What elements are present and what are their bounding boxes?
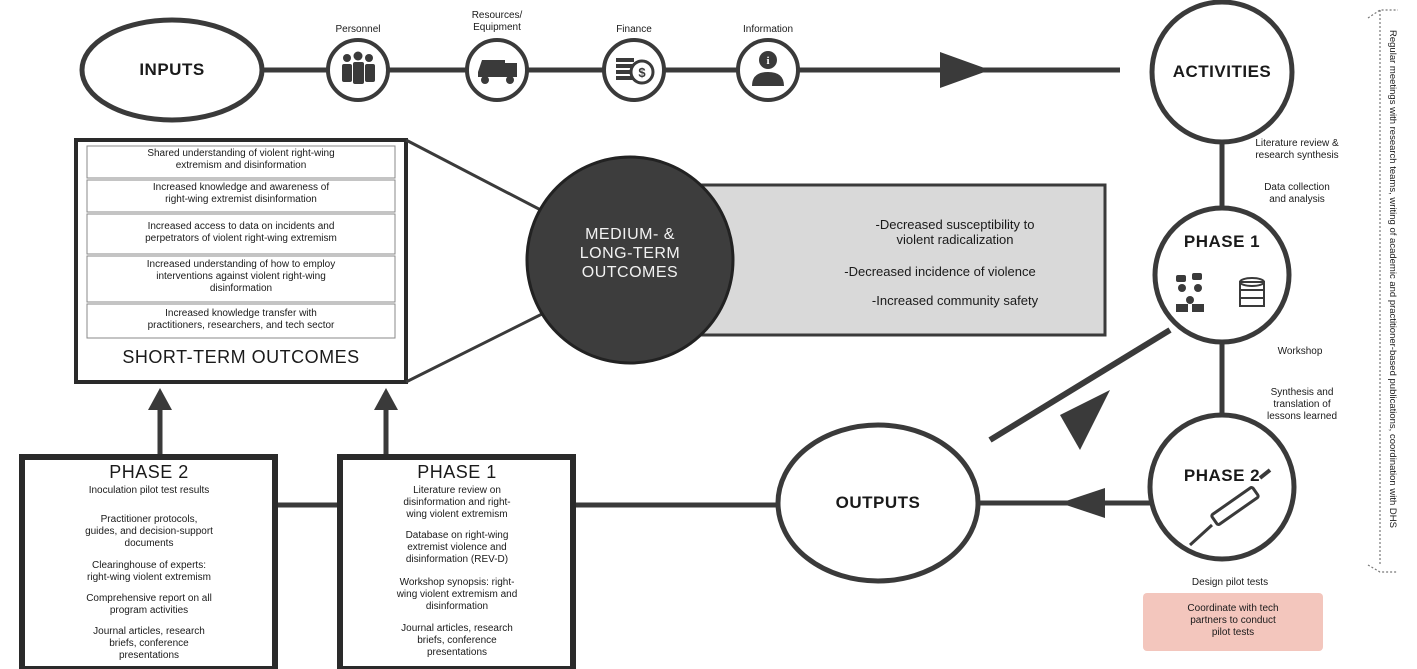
- short-term-item-4: Increased understanding of how to employ…: [146, 259, 336, 294]
- output-phase1-item-3: Workshop synopsis: right- wing violent e…: [396, 577, 518, 612]
- short-term-item-1: Shared understanding of violent right-wi…: [147, 148, 335, 171]
- phase2-activity-label: PHASE 2: [1183, 466, 1261, 485]
- phase2-to-outputs-arrowhead: [1060, 488, 1105, 518]
- short-term-item-5: Increased knowledge transfer with practi…: [147, 308, 335, 331]
- diagonal-arrowhead: [1060, 390, 1110, 450]
- short-term-item-3: Increased access to data on incidents an…: [145, 221, 337, 244]
- finance-label: Finance: [616, 24, 652, 35]
- meeting-icon: [1176, 273, 1204, 312]
- information-label: Information: [742, 24, 794, 35]
- phase2-up-arrowhead: [148, 388, 172, 410]
- output-phase2-box: [19, 454, 278, 669]
- inputs-label: INPUTS: [139, 60, 205, 79]
- inputs-ellipse: [79, 17, 265, 123]
- personnel-icon: [326, 38, 390, 102]
- output-phase1-box: [337, 454, 576, 669]
- workshop-label: Workshop: [1277, 346, 1323, 357]
- output-phase2-item-2: Practitioner protocols, guides, and deci…: [85, 514, 213, 549]
- short-term-item-border-4: [86, 255, 396, 303]
- synthesis-label: Synthesis and translation of lessons lea…: [1266, 387, 1338, 422]
- personnel-label: Personnel: [335, 24, 381, 35]
- short-term-title: SHORT-TERM OUTCOMES: [122, 347, 360, 367]
- truck-icon: [465, 38, 529, 102]
- coordinate-tech-label: Coordinate with tech partners to conduct…: [1187, 603, 1279, 638]
- activities-label: ACTIVITIES: [1172, 62, 1272, 81]
- resources-label: Resources/ Equipment: [471, 10, 523, 33]
- output-phase1-item-4: Journal articles, research briefs, confe…: [401, 623, 513, 658]
- output-phase1-item-1: Literature review on disinformation and …: [403, 485, 511, 520]
- short-term-item-border-3: [86, 213, 396, 255]
- side-bracket: [1367, 9, 1398, 573]
- phase1-up-arrowhead: [374, 388, 398, 410]
- outputs-label: OUTPUTS: [835, 493, 921, 512]
- output-phase2-item-5: Journal articles, research briefs, confe…: [93, 626, 205, 661]
- diagonal-arrow-line: [988, 327, 1172, 443]
- output-phase2-item-3: Clearinghouse of experts: right-wing vio…: [87, 560, 211, 583]
- side-note: Regular meetings with research teams, wr…: [1387, 30, 1398, 528]
- short-term-item-border-5: [86, 303, 396, 339]
- short-term-item-border-2: [86, 179, 396, 213]
- phase1-circle: [1152, 205, 1292, 345]
- output-phase1-title: PHASE 1: [417, 462, 497, 482]
- info-person-icon: i: [736, 38, 800, 102]
- medium-item-1: -Decreased susceptibility to violent rad…: [875, 217, 1035, 248]
- medium-item-2: -Decreased incidence of violence: [844, 264, 1036, 279]
- output-phase2-title: PHASE 2: [109, 462, 189, 482]
- activities-text-1: Literature review & research synthesis: [1255, 138, 1339, 161]
- medium-item-3: -Increased community safety: [871, 293, 1039, 308]
- medium-long-circle: [525, 155, 735, 365]
- highlight-box: [1143, 593, 1323, 651]
- short-term-item-border-1: [86, 145, 396, 179]
- activities-text-2: Data collection and analysis: [1264, 182, 1330, 205]
- funnel-line-top: [405, 138, 561, 222]
- short-term-item-2: Increased knowledge and awareness of rig…: [152, 182, 330, 205]
- arrow-to-activities: [940, 52, 990, 88]
- coins-icon: $: [602, 38, 666, 102]
- svg-text:$: $: [638, 65, 646, 80]
- output-phase2-item-1: Inoculation pilot test results: [88, 485, 210, 496]
- design-pilot-label: Design pilot tests: [1191, 577, 1269, 588]
- output-phase2-item-4: Comprehensive report on all program acti…: [86, 593, 212, 616]
- funnel-line-bottom: [405, 303, 561, 384]
- output-phase1-item-2: Database on right-wing extremist violenc…: [405, 530, 509, 565]
- medium-long-label: MEDIUM- & LONG-TERM OUTCOMES: [579, 226, 681, 281]
- svg-text:i: i: [766, 55, 769, 67]
- database-icon: [1239, 277, 1265, 307]
- phase1-activity-label: PHASE 1: [1183, 232, 1261, 251]
- phase2-circle: [1147, 412, 1297, 562]
- syringe-icon: [1188, 468, 1272, 547]
